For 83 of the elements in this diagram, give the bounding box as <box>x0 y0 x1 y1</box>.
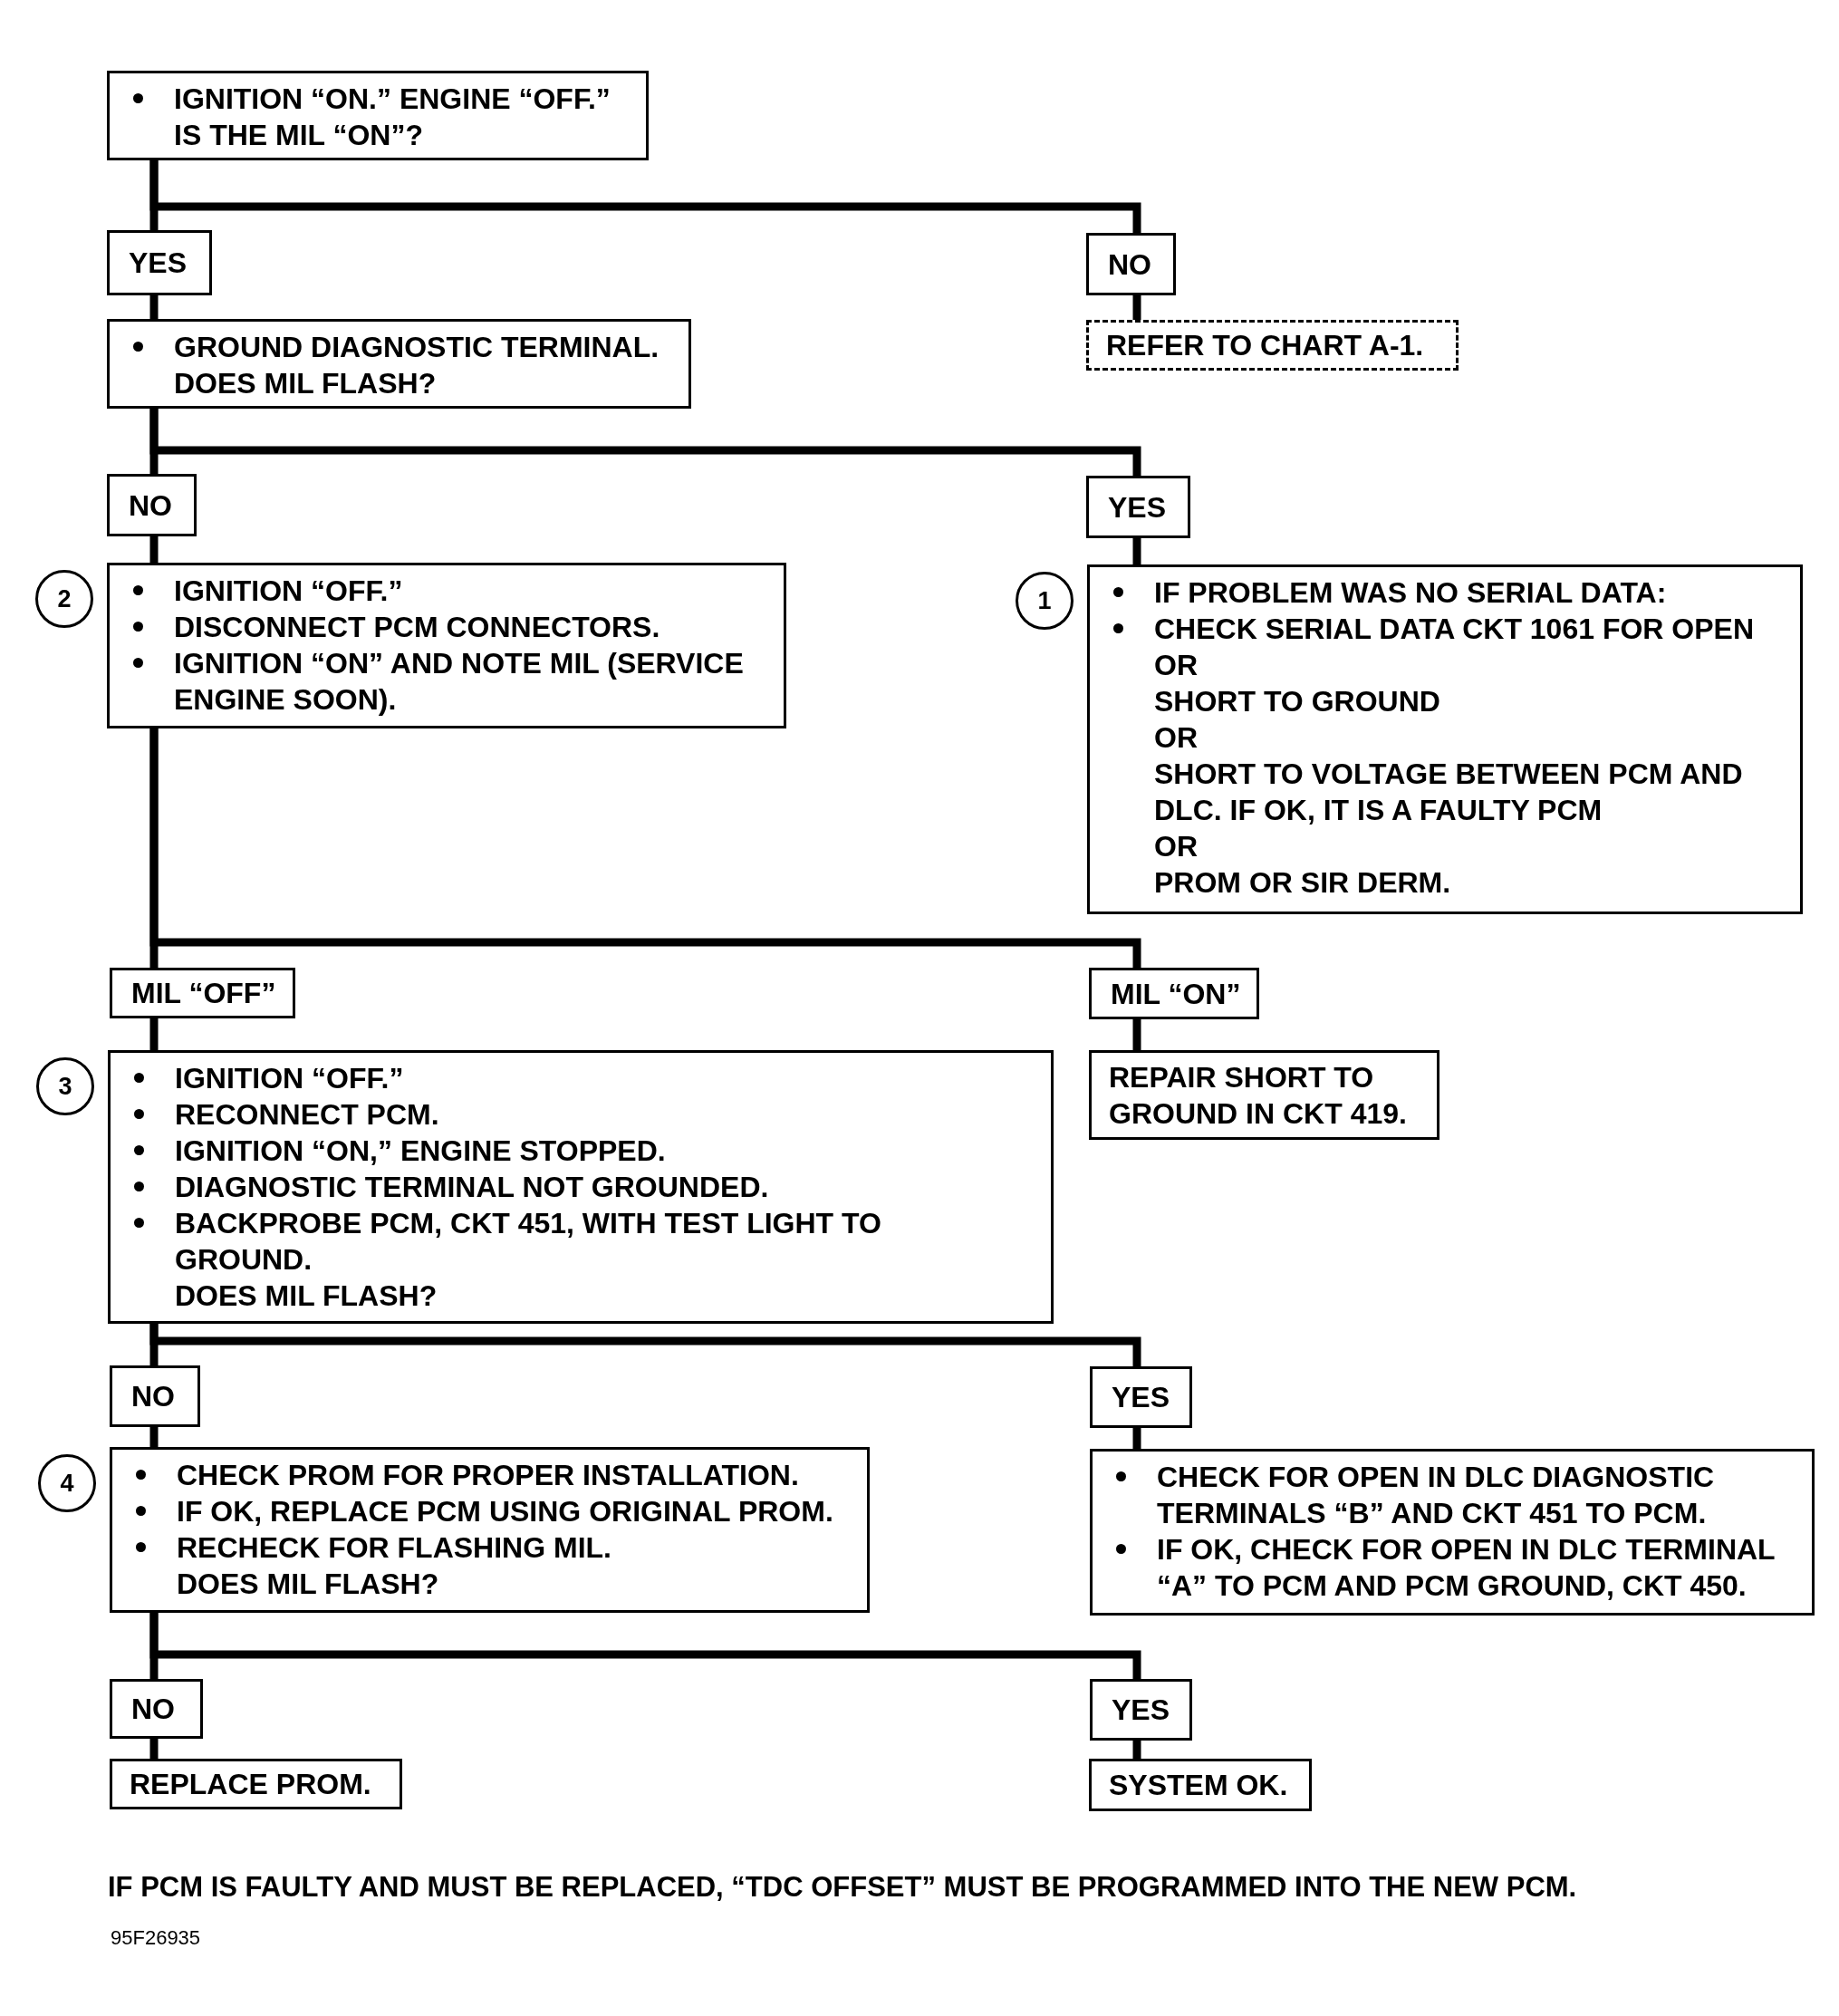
instruction-box <box>1090 1449 1815 1616</box>
instruction-text: OR <box>1154 648 1198 683</box>
figure-code: 95F26935 <box>111 1926 201 1950</box>
instruction-text: SHORT TO VOLTAGE BETWEEN PCM AND DLC. IF OK, IT IS A FAULTY PCM <box>1154 757 1744 828</box>
answer-label: NO <box>1108 246 1151 283</box>
instruction-text: IGNITION “ON.” ENGINE “OFF.” <box>174 82 611 117</box>
instruction-box <box>108 1050 1054 1324</box>
instruction-text: RECHECK FOR FLASHING MIL. <box>177 1530 611 1566</box>
instruction-box <box>1087 564 1803 914</box>
footnote-text: IF PCM IS FAULTY AND MUST BE REPLACED, “TDC OFFSET” MUST BE PROGRAMMED INTO THE NEW PCM. <box>108 1870 1577 1905</box>
callout-number: 1 <box>1016 572 1074 630</box>
connector-line <box>149 536 159 563</box>
result-text: SYSTEM OK. <box>1109 1768 1288 1803</box>
instruction-text: PROM OR SIR DERM. <box>1154 865 1451 901</box>
result-text: REPLACE PROM. <box>130 1767 371 1802</box>
instruction-text: SHORT TO GROUND <box>1154 684 1440 719</box>
instruction-text: IF OK, CHECK FOR OPEN IN DLC TERMINAL “A” TO PCM AND PCM GROUND, CKT 450. <box>1157 1532 1776 1604</box>
answer-label: NO <box>131 1379 175 1414</box>
connector-line <box>149 409 1141 476</box>
instruction-text: IGNITION “OFF.” <box>174 574 403 609</box>
result-box <box>110 1759 402 1809</box>
instruction-text: IGNITION “ON” AND NOTE MIL (SERVICE ENGINE SOON). <box>174 646 745 718</box>
answer-tag <box>110 1365 200 1427</box>
instruction-text: DOES MIL FLASH? <box>177 1567 439 1602</box>
instruction-text: DOES MIL FLASH? <box>175 1278 438 1314</box>
instruction-text: CHECK FOR OPEN IN DLC DIAGNOSTIC TERMINALS “B” AND CKT 451 TO PCM. <box>1157 1460 1716 1531</box>
answer-tag <box>1086 476 1190 538</box>
answer-label: NO <box>129 487 172 524</box>
instruction-text: OR <box>1154 829 1198 864</box>
instruction-text: IS THE MIL “ON”? <box>174 118 423 153</box>
answer-tag <box>107 474 197 536</box>
instruction-text: CHECK PROM FOR PROPER INSTALLATION. <box>177 1458 799 1493</box>
callout-number: 2 <box>35 570 93 628</box>
connector-line <box>1132 1741 1141 1759</box>
instruction-text: DISCONNECT PCM CONNECTORS. <box>174 610 660 645</box>
instruction-text: IF OK, REPLACE PCM USING ORIGINAL PROM. <box>177 1494 833 1529</box>
answer-label: YES <box>1112 1380 1170 1415</box>
answer-label: MIL “ON” <box>1111 976 1241 1012</box>
instruction-text: GROUND DIAGNOSTIC TERMINAL. <box>174 330 660 365</box>
instruction-text: RECONNECT PCM. <box>175 1097 439 1133</box>
connector-line <box>1132 538 1141 564</box>
instruction-text: IGNITION “OFF.” <box>175 1061 404 1096</box>
answer-tag <box>107 230 212 295</box>
connector-line <box>149 295 159 319</box>
reference-text: REFER TO CHART A-1. <box>1106 328 1424 363</box>
result-box <box>1089 1050 1439 1140</box>
result-box <box>1089 1759 1312 1811</box>
answer-tag <box>1086 233 1176 295</box>
callout-number: 4 <box>38 1454 96 1512</box>
connector-line <box>149 1613 1141 1679</box>
instruction-text: IF PROBLEM WAS NO SERIAL DATA: <box>1154 575 1667 611</box>
instruction-box <box>107 563 786 728</box>
instruction-text: CHECK SERIAL DATA CKT 1061 FOR OPEN <box>1154 612 1754 647</box>
connector-line <box>149 728 1141 968</box>
answer-label: MIL “OFF” <box>131 976 276 1011</box>
connector-line <box>149 1018 159 1050</box>
instruction-text: OR <box>1154 720 1198 756</box>
instruction-text: DOES MIL FLASH? <box>174 366 437 401</box>
instruction-text: DIAGNOSTIC TERMINAL NOT GROUNDED. <box>175 1170 769 1205</box>
instruction-box <box>110 1447 870 1613</box>
answer-label: YES <box>129 246 188 281</box>
reference-box <box>1086 320 1459 371</box>
answer-tag <box>1090 1366 1192 1428</box>
answer-label: NO <box>131 1692 175 1727</box>
answer-label: YES <box>1112 1693 1170 1728</box>
connector-line <box>149 1739 159 1759</box>
connector-line <box>149 160 1141 233</box>
callout-number: 3 <box>36 1057 94 1115</box>
connector-line <box>149 1324 1141 1366</box>
answer-tag <box>110 968 295 1018</box>
result-text: REPAIR SHORT TO GROUND IN CKT 419. <box>1109 1059 1408 1132</box>
instruction-box <box>107 319 691 409</box>
instruction-text: IGNITION “ON,” ENGINE STOPPED. <box>175 1133 666 1169</box>
answer-label: YES <box>1108 489 1167 526</box>
instruction-text: BACKPROBE PCM, CKT 451, WITH TEST LIGHT TO GROUND. <box>175 1206 882 1278</box>
answer-tag <box>1090 1679 1192 1741</box>
instruction-box <box>107 71 649 160</box>
connector-line <box>149 1427 159 1447</box>
connector-line <box>1132 295 1141 320</box>
answer-tag <box>110 1679 203 1739</box>
answer-tag <box>1089 968 1259 1019</box>
connector-line <box>1132 1428 1141 1449</box>
connector-line <box>1132 1019 1141 1050</box>
